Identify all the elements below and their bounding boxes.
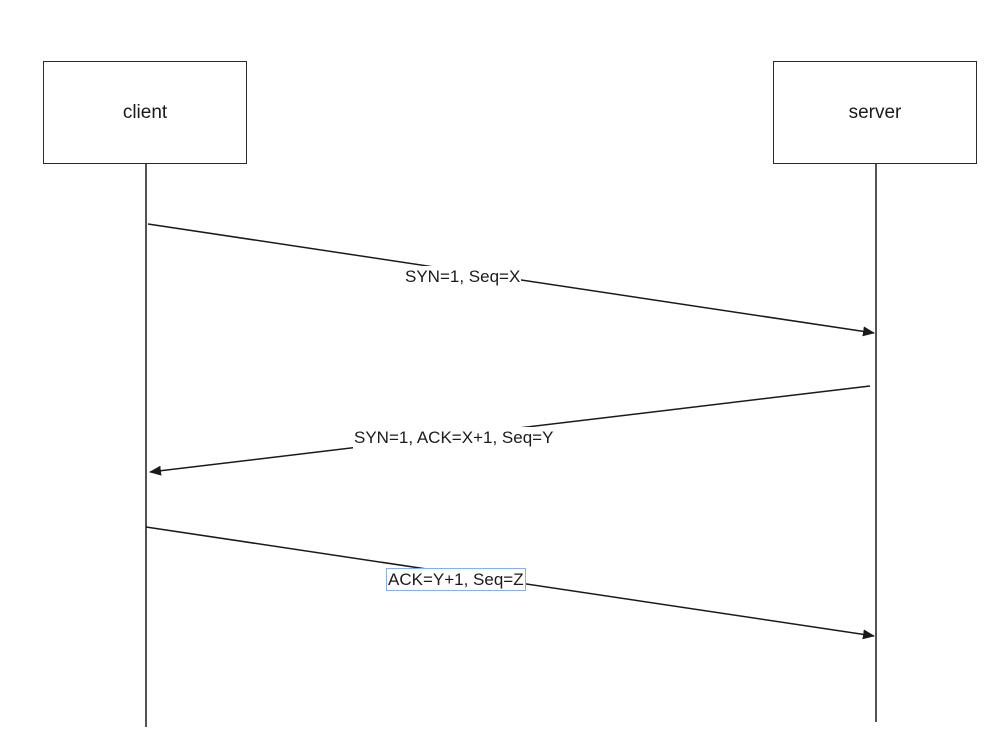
synack-message-label[interactable]: SYN=1, ACK=X+1, Seq=Y	[353, 427, 555, 449]
syn-message-label[interactable]: SYN=1, Seq=X	[404, 266, 522, 288]
server-participant-box[interactable]: server	[773, 61, 977, 164]
client-label: client	[122, 101, 168, 123]
ack-message-label-selected[interactable]: ACK=Y+1, Seq=Z	[386, 568, 526, 591]
client-participant-box[interactable]: client	[43, 61, 247, 164]
server-label: server	[848, 101, 902, 123]
